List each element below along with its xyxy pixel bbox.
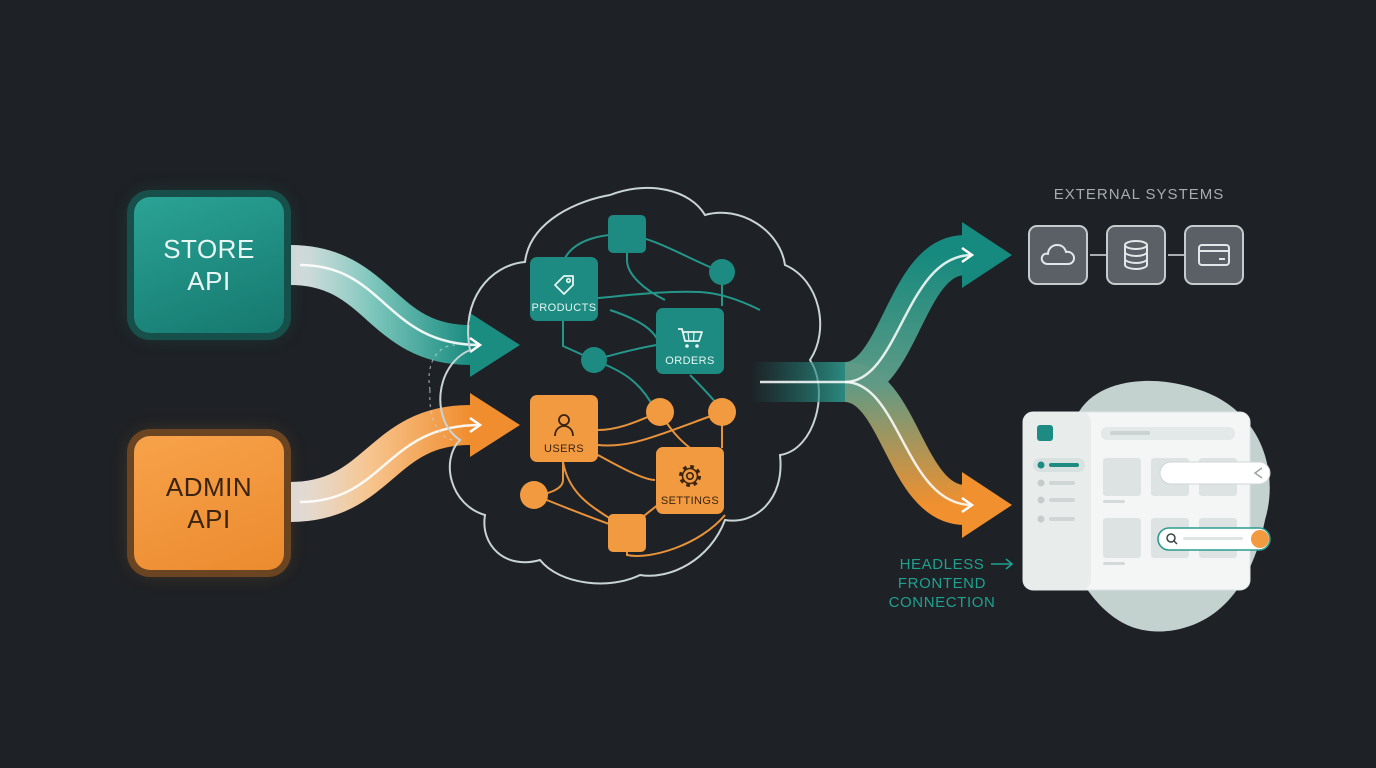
admin-api-label-line1: ADMIN (165, 472, 253, 502)
output-flow-arrows (750, 222, 1012, 538)
card-icon (1198, 244, 1230, 266)
store-api-flow-arrow (289, 245, 520, 377)
teal-square-node (608, 215, 646, 253)
users-node-label: USERS (544, 443, 584, 455)
user-icon (554, 414, 574, 437)
orange-circle-node (708, 398, 736, 426)
payment-system-box (1184, 225, 1244, 285)
settings-node-label: SETTINGS (660, 495, 720, 507)
orange-square-node (608, 514, 646, 552)
products-node: PRODUCTS (530, 257, 598, 321)
store-api-box: STORE API (134, 197, 284, 333)
cloud-icon (1040, 244, 1075, 265)
headless-label-line1: HEADLESS (899, 556, 985, 573)
arrow-right-icon (991, 558, 1014, 570)
cloud-system-box (1028, 225, 1088, 285)
cart-icon (678, 328, 703, 348)
teal-circle-node (581, 347, 607, 373)
orange-circle-node (646, 398, 674, 426)
core-cloud-outline (439, 187, 822, 585)
orders-node-label: ORDERS (665, 355, 715, 367)
tag-icon (554, 275, 574, 295)
headless-label-line2: FRONTEND (897, 575, 987, 592)
users-node: USERS (530, 395, 598, 462)
gear-icon (679, 465, 701, 487)
store-api-label-line1: STORE (163, 234, 255, 264)
store-api-label-line2: API (187, 266, 231, 296)
products-node-label: PRODUCTS (531, 302, 597, 314)
external-systems-title: EXTERNAL SYSTEMS (1053, 186, 1225, 203)
headless-label-line3: CONNECTION (888, 594, 996, 611)
admin-api-flow-arrow (289, 393, 520, 522)
headless-frontend-label: HEADLESS FRONTEND CONNECTION (872, 555, 1012, 612)
teal-circle-node (709, 259, 735, 285)
frontend-illustration (1022, 380, 1271, 632)
database-system-box (1106, 225, 1166, 285)
database-icon (1124, 240, 1148, 271)
orders-node: ORDERS (656, 308, 724, 374)
admin-api-label-line2: API (187, 504, 231, 534)
orange-circle-node (520, 481, 548, 509)
settings-node: SETTINGS (656, 447, 724, 514)
core-inner-boundary (428, 344, 456, 441)
admin-api-box: ADMIN API (134, 436, 284, 570)
